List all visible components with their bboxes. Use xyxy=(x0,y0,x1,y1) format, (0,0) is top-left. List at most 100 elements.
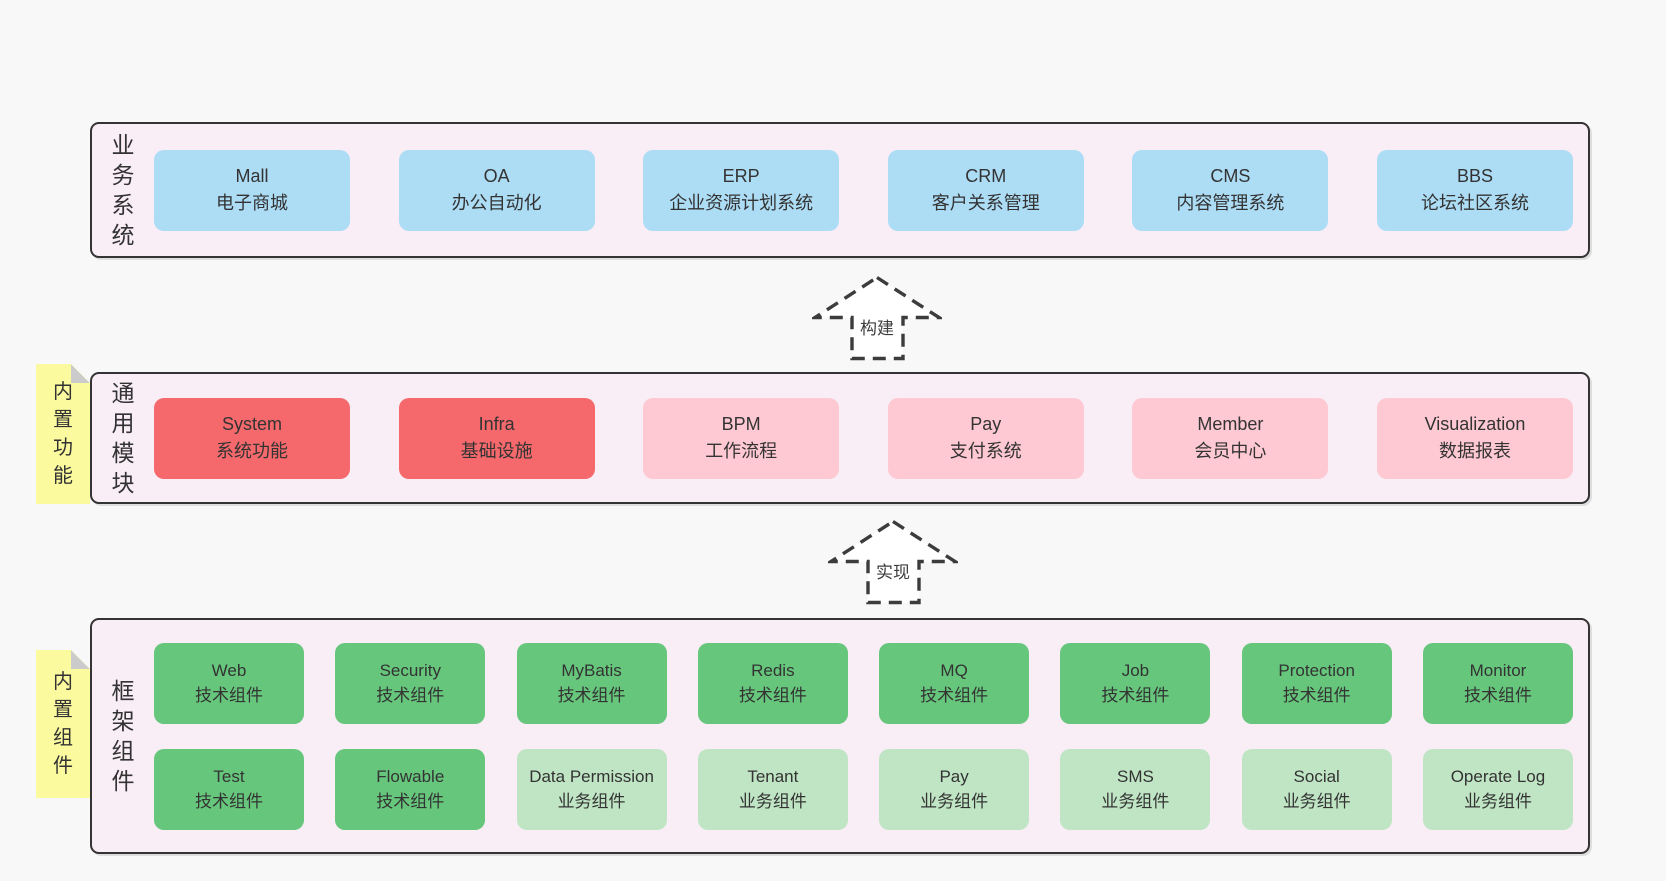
module-title: Security xyxy=(379,661,441,680)
module-subtitle: 工作流程 xyxy=(705,441,778,461)
module-box-erp: ERP 企业资源计划系统 xyxy=(643,149,840,231)
module-box-operate-log: Operate Log 业务组件 xyxy=(1422,748,1573,830)
module-subtitle: 内容管理系统 xyxy=(1176,193,1285,213)
module-title: Protection xyxy=(1278,661,1355,680)
arrow-build: 构建 xyxy=(812,274,942,362)
module-box-member: Member 会员中心 xyxy=(1132,397,1329,479)
module-box-bpm: BPM 工作流程 xyxy=(643,397,840,479)
module-box-social: Social 业务组件 xyxy=(1241,748,1392,830)
module-title: Pay xyxy=(970,414,1002,434)
section-label-business-systems: 业务系统 xyxy=(111,132,135,248)
module-box-pay: Pay 支付系统 xyxy=(887,397,1084,479)
module-title: OA xyxy=(483,166,510,186)
module-subtitle: 会员中心 xyxy=(1194,441,1267,461)
module-box-visualization: Visualization 数据报表 xyxy=(1376,397,1573,479)
module-subtitle: 支付系统 xyxy=(949,441,1022,461)
module-title: SMS xyxy=(1116,767,1154,786)
section-common-modules: 通用模块 System 系统功能 Infra 基础设施 BPM 工作流程 Pay 支付系统 Me… xyxy=(90,372,1590,504)
module-subtitle: 技术组件 xyxy=(557,686,626,705)
module-row: System 系统功能 Infra 基础设施 BPM 工作流程 Pay 支付系统 Member 会… xyxy=(154,397,1573,479)
section-label-common-modules: 通用模块 xyxy=(111,380,135,496)
module-title: Test xyxy=(213,767,245,786)
module-title: Mall xyxy=(235,166,269,186)
module-subtitle: 办公自动化 xyxy=(451,193,542,213)
module-subtitle: 业务组件 xyxy=(557,792,626,811)
module-subtitle: 系统功能 xyxy=(216,441,288,461)
module-subtitle: 业务组件 xyxy=(920,792,989,811)
module-subtitle: 企业资源计划系统 xyxy=(669,193,814,213)
module-subtitle: 数据报表 xyxy=(1438,441,1511,461)
module-title: Data Permission xyxy=(529,767,654,786)
module-subtitle: 技术组件 xyxy=(738,686,807,705)
module-subtitle: 论坛社区系统 xyxy=(1420,193,1529,213)
sticky-note-built-in-components: 内置组件 xyxy=(36,650,90,798)
module-box-sms: SMS 业务组件 xyxy=(1060,748,1211,830)
module-box-monitor: Monitor 技术组件 xyxy=(1422,642,1573,724)
module-title: Infra xyxy=(478,414,515,434)
module-box-oa: OA 办公自动化 xyxy=(398,149,595,231)
module-subtitle: 电子商城 xyxy=(216,193,288,213)
module-title: Social xyxy=(1293,767,1340,786)
sticky-note-built-in-features: 内置功能 xyxy=(36,364,90,504)
module-title: Web xyxy=(211,661,247,680)
module-subtitle: 技术组件 xyxy=(920,686,989,705)
module-subtitle: 技术组件 xyxy=(376,792,445,811)
module-title: Tenant xyxy=(747,767,799,786)
module-title: ERP xyxy=(722,166,760,186)
module-box-mq: MQ 技术组件 xyxy=(879,642,1030,724)
module-subtitle: 技术组件 xyxy=(1282,686,1351,705)
module-box-security: Security 技术组件 xyxy=(335,642,486,724)
module-box-infra: Infra 基础设施 xyxy=(398,397,595,479)
module-box-pay: Pay 业务组件 xyxy=(879,748,1030,830)
module-title: CMS xyxy=(1210,166,1251,186)
module-subtitle: 业务组件 xyxy=(1282,792,1351,811)
module-box-system: System 系统功能 xyxy=(154,397,350,479)
module-subtitle: 客户关系管理 xyxy=(931,193,1040,213)
module-title: MQ xyxy=(940,661,968,680)
module-box-bbs: BBS 论坛社区系统 xyxy=(1376,149,1573,231)
module-rows: System 系统功能 Infra 基础设施 BPM 工作流程 Pay 支付系统 Member 会… xyxy=(154,374,1573,502)
section-label-framework-components: 框架组件 xyxy=(111,678,135,794)
section-business-systems: 业务系统 Mall 电子商城 OA 办公自动化 ERP 企业资源计划系统 CRM 客户关系管理… xyxy=(90,122,1590,258)
module-row: Mall 电子商城 OA 办公自动化 ERP 企业资源计划系统 CRM 客户关系管理 CMS 内容… xyxy=(154,149,1573,231)
module-box-crm: CRM 客户关系管理 xyxy=(887,149,1084,231)
module-subtitle: 业务组件 xyxy=(1463,792,1532,811)
module-title: Operate Log xyxy=(1450,767,1546,786)
module-box-cms: CMS 内容管理系统 xyxy=(1132,149,1329,231)
module-subtitle: 技术组件 xyxy=(195,686,263,705)
module-title: Job xyxy=(1121,661,1150,680)
arrow-implement-label: 实现 xyxy=(875,558,911,584)
module-box-protection: Protection 技术组件 xyxy=(1241,642,1392,724)
module-title: Redis xyxy=(751,661,795,680)
module-title: System xyxy=(221,414,282,434)
module-title: CRM xyxy=(965,166,1007,186)
module-subtitle: 业务组件 xyxy=(1101,792,1170,811)
module-box-data-permission: Data Permission 业务组件 xyxy=(516,748,667,830)
module-box-job: Job 技术组件 xyxy=(1060,642,1211,724)
module-box-test: Test 技术组件 xyxy=(154,748,304,830)
module-title: BPM xyxy=(721,414,761,434)
module-subtitle: 技术组件 xyxy=(1101,686,1170,705)
module-subtitle: 基础设施 xyxy=(460,441,533,461)
module-box-redis: Redis 技术组件 xyxy=(697,642,848,724)
module-title: Visualization xyxy=(1424,414,1526,434)
module-box-web: Web 技术组件 xyxy=(154,642,304,724)
module-box-tenant: Tenant 业务组件 xyxy=(697,748,848,830)
module-subtitle: 技术组件 xyxy=(1463,686,1532,705)
module-box-mall: Mall 电子商城 xyxy=(154,149,350,231)
module-subtitle: 业务组件 xyxy=(738,792,807,811)
module-title: Pay xyxy=(939,767,969,786)
module-title: Member xyxy=(1197,414,1264,434)
module-title: BBS xyxy=(1456,166,1493,186)
module-title: Monitor xyxy=(1469,661,1527,680)
module-subtitle: 技术组件 xyxy=(376,686,445,705)
module-rows: Mall 电子商城 OA 办公自动化 ERP 企业资源计划系统 CRM 客户关系管理 CMS 内容… xyxy=(154,124,1573,256)
module-subtitle: 技术组件 xyxy=(195,792,263,811)
